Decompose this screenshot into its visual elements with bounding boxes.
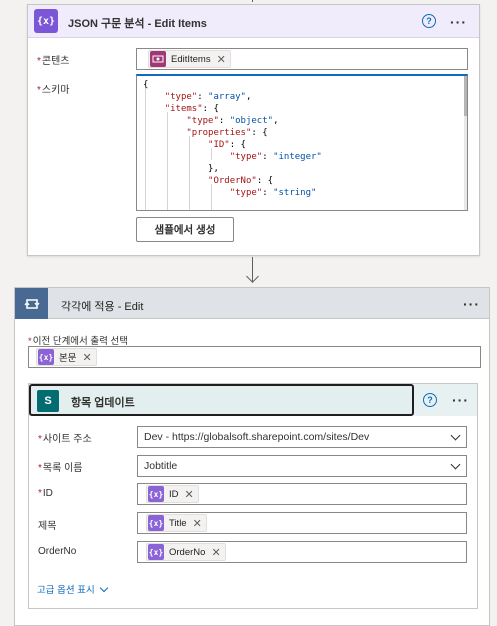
apply-to-each-card[interactable]: 각각에 적용 - Edit ··· *이전 단계에서 출력 선택 {x} 본문 … bbox=[14, 287, 490, 626]
scrollbar-thumb[interactable] bbox=[464, 76, 467, 116]
orderno-label: OrderNo bbox=[38, 546, 77, 557]
curly-braces-icon: {x} bbox=[148, 544, 164, 560]
content-label: *콘텐츠 bbox=[37, 56, 70, 67]
schema-code-line: "properties": { bbox=[186, 128, 268, 138]
connector-arrow-icon bbox=[246, 270, 259, 283]
remove-token-icon[interactable]: ✕ bbox=[184, 488, 194, 501]
schema-code-line: "type": "string" bbox=[229, 188, 317, 198]
schema-code-line: "items": { bbox=[164, 104, 219, 114]
schema-code-line: "type": "array", bbox=[164, 92, 252, 102]
schema-code-line: "type": "object", bbox=[186, 116, 279, 126]
update-item-header[interactable]: S 항목 업데이트 ? ··· bbox=[29, 384, 477, 416]
select-output-field[interactable]: {x} 본문 ✕ bbox=[28, 346, 481, 368]
select-output-label: *이전 단계에서 출력 선택 bbox=[28, 336, 129, 347]
curly-braces-icon: {x} bbox=[148, 515, 164, 531]
remove-token-icon[interactable]: ✕ bbox=[211, 546, 221, 559]
remove-token-icon[interactable]: ✕ bbox=[216, 53, 226, 66]
body-token[interactable]: {x} 본문 ✕ bbox=[36, 348, 97, 366]
site-address-value: Dev - https://globalsoft.sharepoint.com/… bbox=[144, 431, 370, 443]
generate-from-sample-button[interactable]: 샘플에서 생성 bbox=[136, 217, 234, 242]
list-name-value: Jobtitle bbox=[144, 460, 178, 472]
title-token-text: Title bbox=[169, 517, 187, 529]
apply-to-each-title[interactable]: 각각에 적용 - Edit bbox=[61, 301, 144, 313]
help-icon[interactable]: ? bbox=[422, 14, 436, 28]
remove-token-icon[interactable]: ✕ bbox=[82, 351, 92, 364]
indent-guide bbox=[145, 88, 146, 210]
curly-braces-icon: {x} bbox=[38, 349, 54, 365]
id-token-text: ID bbox=[169, 488, 179, 500]
update-item-title-box[interactable]: S 항목 업데이트 bbox=[29, 384, 414, 416]
schema-editor[interactable]: { "type": "array", "items": { "type": "o… bbox=[136, 74, 468, 211]
schema-label: *스키마 bbox=[37, 85, 70, 96]
connector-middle bbox=[252, 257, 253, 282]
title-token[interactable]: {x} Title ✕ bbox=[146, 514, 207, 532]
indent-guide bbox=[211, 148, 212, 160]
remove-token-icon[interactable]: ✕ bbox=[192, 517, 202, 530]
loop-icon bbox=[15, 288, 48, 319]
id-token[interactable]: {x} ID ✕ bbox=[146, 485, 199, 503]
sharepoint-icon: S bbox=[37, 390, 59, 412]
title-field[interactable]: {x} Title ✕ bbox=[137, 512, 467, 534]
list-name-label: *목록 이름 bbox=[38, 463, 83, 474]
schema-code-line: { bbox=[143, 80, 149, 90]
parse-json-title[interactable]: JSON 구문 분석 - Edit Items bbox=[68, 18, 207, 30]
title-label: 제목 bbox=[38, 521, 57, 532]
indent-guide bbox=[189, 136, 190, 210]
help-icon[interactable]: ? bbox=[423, 393, 437, 407]
orderno-token-text: OrderNo bbox=[169, 546, 206, 558]
parse-json-token-icon bbox=[150, 51, 166, 67]
apply-to-each-header[interactable]: 각각에 적용 - Edit ··· bbox=[15, 288, 489, 319]
content-token-text: EditItems bbox=[171, 53, 211, 65]
show-advanced-options-link[interactable]: 고급 옵션 표시 bbox=[37, 582, 108, 596]
update-item-card[interactable]: S 항목 업데이트 ? ··· *사이트 주소 Dev - https://gl… bbox=[28, 383, 478, 609]
indent-guide bbox=[167, 112, 168, 210]
list-name-dropdown[interactable]: Jobtitle bbox=[137, 455, 467, 477]
content-token[interactable]: EditItems ✕ bbox=[148, 50, 231, 68]
editor-scrollbar[interactable] bbox=[464, 76, 467, 210]
more-options-icon[interactable]: ··· bbox=[463, 296, 480, 312]
site-address-label: *사이트 주소 bbox=[38, 434, 92, 445]
parse-json-card[interactable]: {x} JSON 구문 분석 - Edit Items ? ··· *콘텐츠 E… bbox=[27, 4, 480, 256]
site-address-dropdown[interactable]: Dev - https://globalsoft.sharepoint.com/… bbox=[137, 426, 467, 448]
connector-top bbox=[252, 0, 253, 2]
chevron-down-icon[interactable] bbox=[450, 430, 461, 441]
schema-code-line: }, bbox=[143, 164, 219, 174]
chevron-down-icon[interactable] bbox=[450, 459, 461, 470]
body-token-text: 본문 bbox=[59, 353, 77, 364]
curly-braces-icon: {x} bbox=[34, 9, 58, 33]
schema-code-line: "ID": { bbox=[208, 140, 246, 150]
chevron-down-icon bbox=[99, 583, 108, 592]
more-options-icon[interactable]: ··· bbox=[452, 392, 469, 408]
parse-json-header[interactable]: {x} JSON 구문 분석 - Edit Items ? ··· bbox=[28, 5, 479, 38]
more-options-icon[interactable]: ··· bbox=[450, 14, 467, 30]
curly-braces-icon: {x} bbox=[148, 486, 164, 502]
id-field[interactable]: {x} ID ✕ bbox=[137, 483, 467, 505]
id-label: *ID bbox=[38, 488, 53, 499]
update-item-title[interactable]: 항목 업데이트 bbox=[71, 397, 135, 409]
schema-code-line: "OrderNo": { bbox=[208, 176, 274, 186]
orderno-field[interactable]: {x} OrderNo ✕ bbox=[137, 541, 467, 563]
orderno-token[interactable]: {x} OrderNo ✕ bbox=[146, 543, 226, 561]
schema-code-line: "type": "integer" bbox=[229, 152, 322, 162]
content-field[interactable]: EditItems ✕ bbox=[136, 48, 468, 70]
indent-guide bbox=[211, 184, 212, 210]
